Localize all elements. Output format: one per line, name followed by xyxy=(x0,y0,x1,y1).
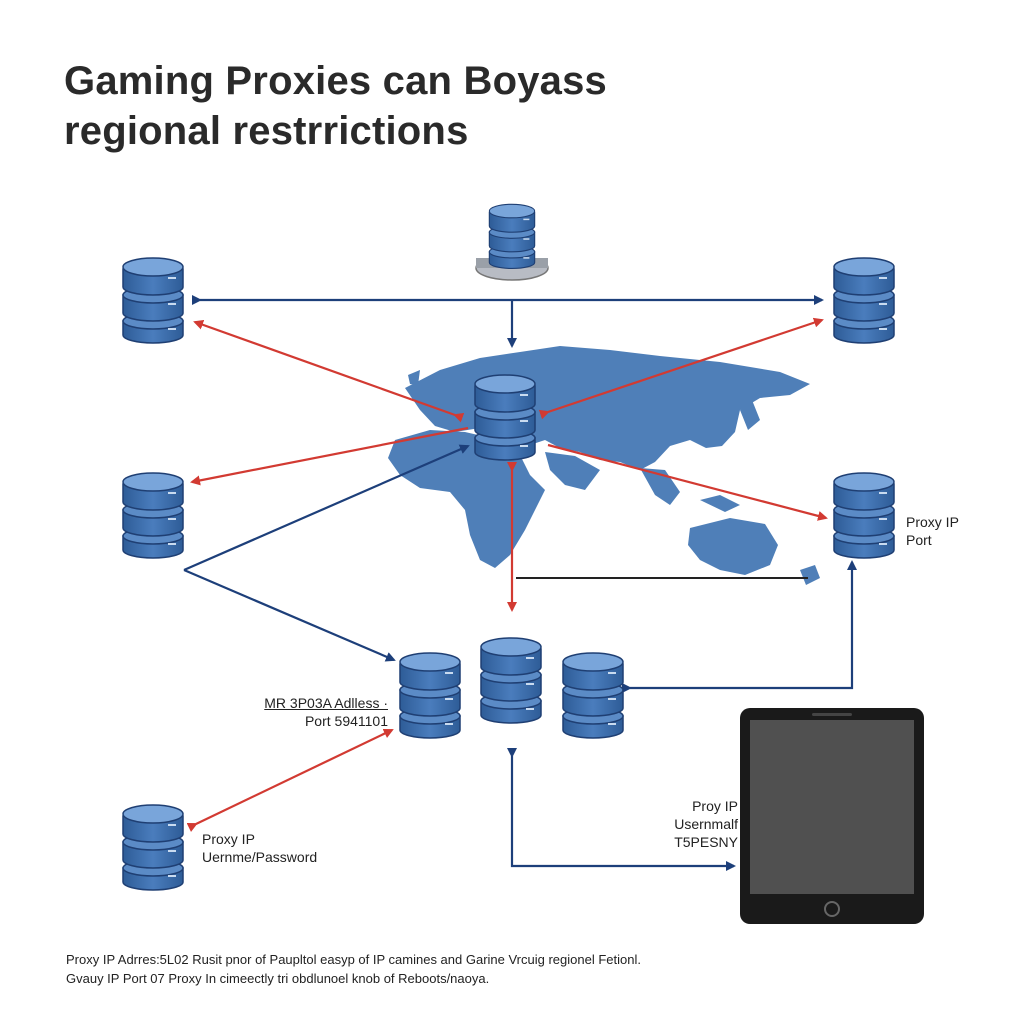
label-bottom-left-line1: Proxy IP xyxy=(202,831,255,847)
label-mid-left: MR 3P03A Adlless · Port 5941101 xyxy=(240,694,388,730)
link-hub-to-right-top xyxy=(538,317,824,420)
link-hub-to-right-mid xyxy=(547,443,828,521)
server-cluster-right-icon xyxy=(562,652,624,739)
server-hub-icon xyxy=(474,374,536,461)
label-bottom-left: Proxy IP Uernme/Password xyxy=(202,830,317,866)
footer-line-2: Gvauy IP Port 07 Proxy In cimeectly tri … xyxy=(66,971,490,986)
label-mid-left-line1: MR 3P03A Adlless · xyxy=(264,695,388,711)
tablet-device-icon xyxy=(740,708,924,924)
server-bottom-left-icon xyxy=(122,804,184,891)
page-title: Gaming Proxies can Boyass regional restr… xyxy=(64,56,607,156)
label-tablet: Proy IP Usernmalf T5PESNY xyxy=(630,797,738,851)
server-left-mid-icon xyxy=(122,472,184,559)
link-hub-to-left-mid xyxy=(190,426,469,486)
link-hub-to-left-top xyxy=(193,319,465,423)
server-right-mid-icon xyxy=(833,472,895,559)
server-cluster-left-icon xyxy=(399,652,461,739)
title-line-1: Gaming Proxies can Boyass xyxy=(64,59,608,103)
label-tablet-line2: Usernmalf xyxy=(674,816,738,832)
link-left-mid-to-cluster xyxy=(183,568,396,662)
server-top xyxy=(475,203,549,281)
link-left-mid-to-hub xyxy=(183,444,470,572)
label-tablet-line1: Proy IP xyxy=(692,798,738,814)
footer-line-1: Proxy IP Adrres:5L02 Rusit pnor of Paupl… xyxy=(66,952,641,967)
link-center-to-tablet xyxy=(507,748,736,871)
label-tablet-line3: T5PESNY xyxy=(674,834,738,850)
link-cluster-to-right-mid xyxy=(622,560,857,693)
server-right-top-icon xyxy=(833,257,895,344)
link-bottom-left-to-cluster xyxy=(186,728,394,832)
label-right-mid: Proxy IP Port xyxy=(906,513,959,549)
title-line-2: regional restrrictions xyxy=(64,109,469,153)
label-right-mid-line2: Port xyxy=(906,532,932,548)
label-right-mid-line1: Proxy IP xyxy=(906,514,959,530)
world-map xyxy=(388,346,820,585)
label-bottom-left-line2: Uernme/Password xyxy=(202,849,318,865)
label-mid-left-line2: Port 5941101 xyxy=(304,713,388,729)
server-cluster-center-icon xyxy=(479,636,543,725)
footer-caption: Proxy IP Adrres:5L02 Rusit pnor of Paupl… xyxy=(66,950,641,988)
server-left-top-icon xyxy=(122,257,184,344)
